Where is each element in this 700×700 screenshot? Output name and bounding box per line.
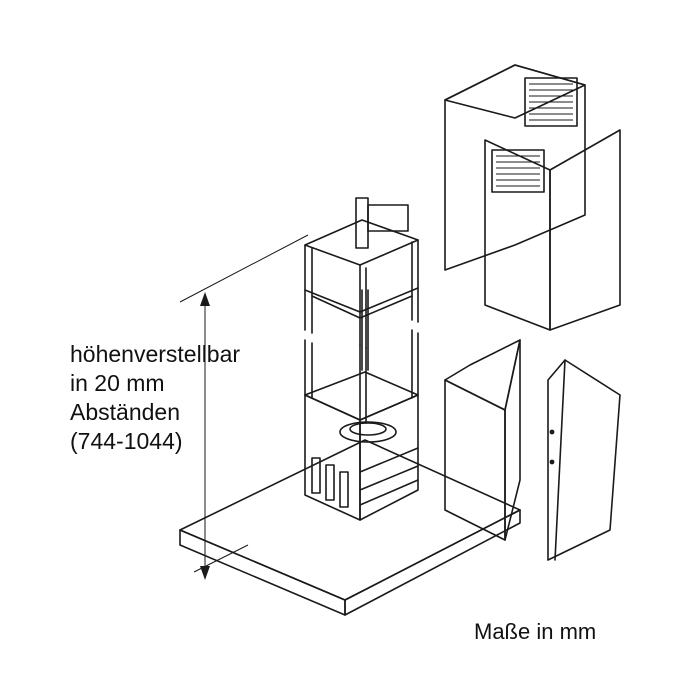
upper-chimney-front [484, 129, 621, 331]
height-adjustment-line: (744-1044) [70, 428, 183, 454]
support-frame [304, 197, 419, 521]
height-adjustment-line: in 20 mm [70, 370, 165, 396]
upper-chimney-back [444, 64, 586, 271]
height-dimension-lines [179, 234, 309, 580]
height-adjustment-line: Abständen [70, 399, 180, 425]
height-adjustment-label: höhenverstellbar in 20 mm Abständen (744… [70, 340, 240, 456]
lower-chimney-left [444, 339, 521, 541]
units-note: Maße in mm [474, 619, 597, 644]
base-plate [179, 439, 521, 616]
height-adjustment-line: höhenverstellbar [70, 341, 241, 367]
lower-chimney-right [547, 359, 621, 561]
